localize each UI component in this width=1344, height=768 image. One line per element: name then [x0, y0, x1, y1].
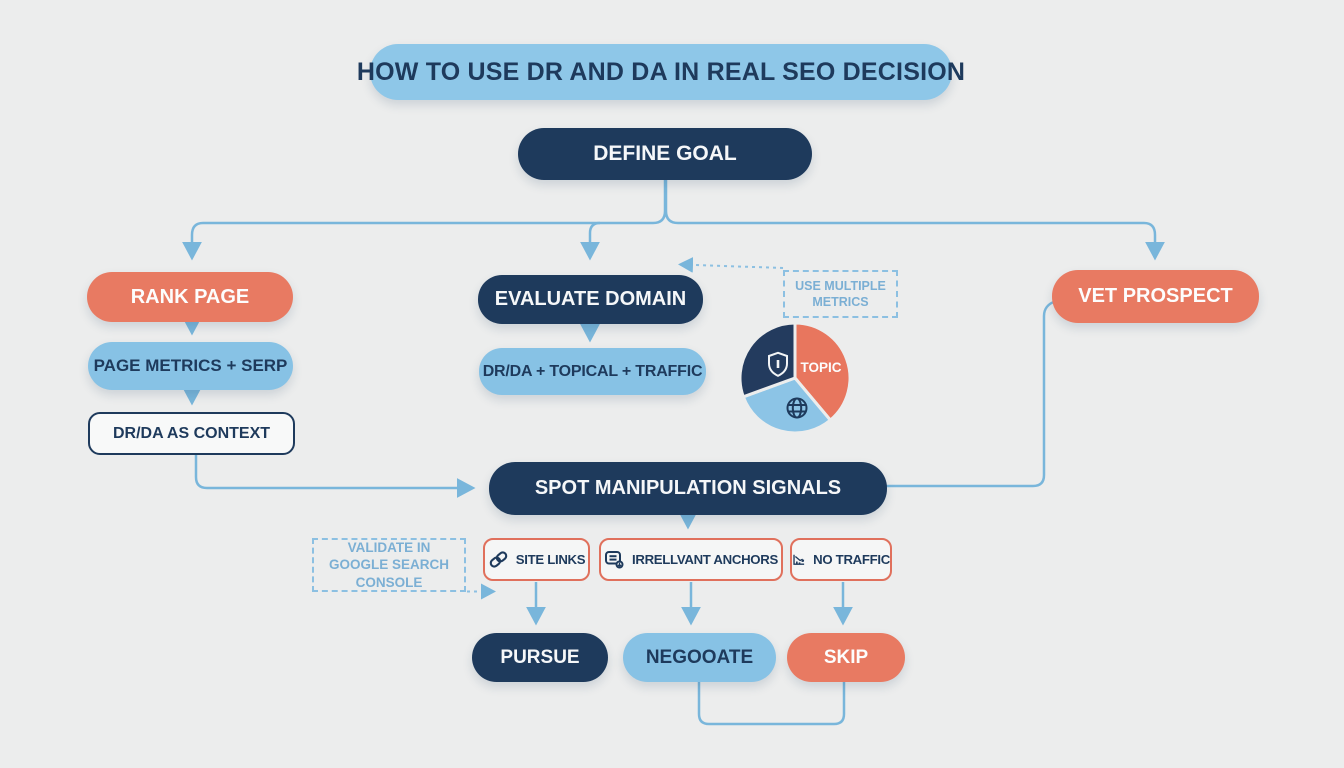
edge-vet-to-spot [886, 299, 1057, 488]
node-rank-page: RANK PAGE [87, 272, 293, 322]
pie-slice-topic [793, 321, 852, 422]
metrics-pie-chart: TOPIC [735, 318, 855, 438]
signal-irrellvant-anchors: IRRELLVANT ANCHORS [599, 538, 783, 581]
node-page-metrics-serp: PAGE METRICS + SERP [88, 342, 293, 390]
node-negotiate: NEGOOATE [623, 633, 776, 682]
node-drda-as-context: DR/DA AS CONTEXT [88, 412, 295, 455]
edge-context-to-spot [194, 455, 476, 498]
globe-icon [786, 397, 808, 419]
edge-goal-to-rank [182, 180, 667, 261]
signal-label: IRRELLVANT ANCHORS [631, 552, 778, 567]
signal-label: SITE LINKS [515, 552, 586, 567]
chain-link-icon [489, 551, 507, 568]
note-validate-google-search-console: VALIDATE IN GOOGLE SEARCH CONSOLE [312, 538, 466, 592]
node-evaluate-domain: EVALUATE DOMAIN [478, 275, 703, 324]
flowchart-title: HOW TO USE DR AND DA IN REAL SEO DECISIO… [357, 44, 965, 100]
signal-no-traffic: NO TRAFFIC [790, 538, 892, 581]
node-skip: SKIP [787, 633, 905, 682]
edge-negotiate-skip-bracket [697, 682, 846, 726]
node-vet-prospect: VET PROSPECT [1052, 270, 1259, 323]
no-traffic-chart-icon [793, 554, 805, 565]
edge-goal-to-vet [664, 180, 1165, 261]
edge-goal-to-evaluate [580, 221, 601, 261]
node-pursue: PURSUE [472, 633, 608, 682]
signal-label: NO TRAFFIC [813, 552, 890, 567]
node-spot-manipulation-signals: SPOT MANIPULATION SIGNALS [489, 462, 887, 515]
node-drda-topical-traffic: DR/DA + TOPICAL + TRAFFIC [479, 348, 706, 395]
dashed-edge-metrics-note [678, 256, 784, 273]
pie-topic-label: TOPIC [800, 360, 841, 375]
shield-icon [768, 351, 788, 377]
signal-site-links: SITE LINKS [483, 538, 590, 581]
note-use-multiple-metrics: USE MULTIPLE METRICS [783, 270, 898, 318]
pie-slice-shield [738, 321, 797, 399]
node-define-goal: DEFINE GOAL [518, 128, 812, 180]
anchor-text-icon [604, 551, 624, 569]
